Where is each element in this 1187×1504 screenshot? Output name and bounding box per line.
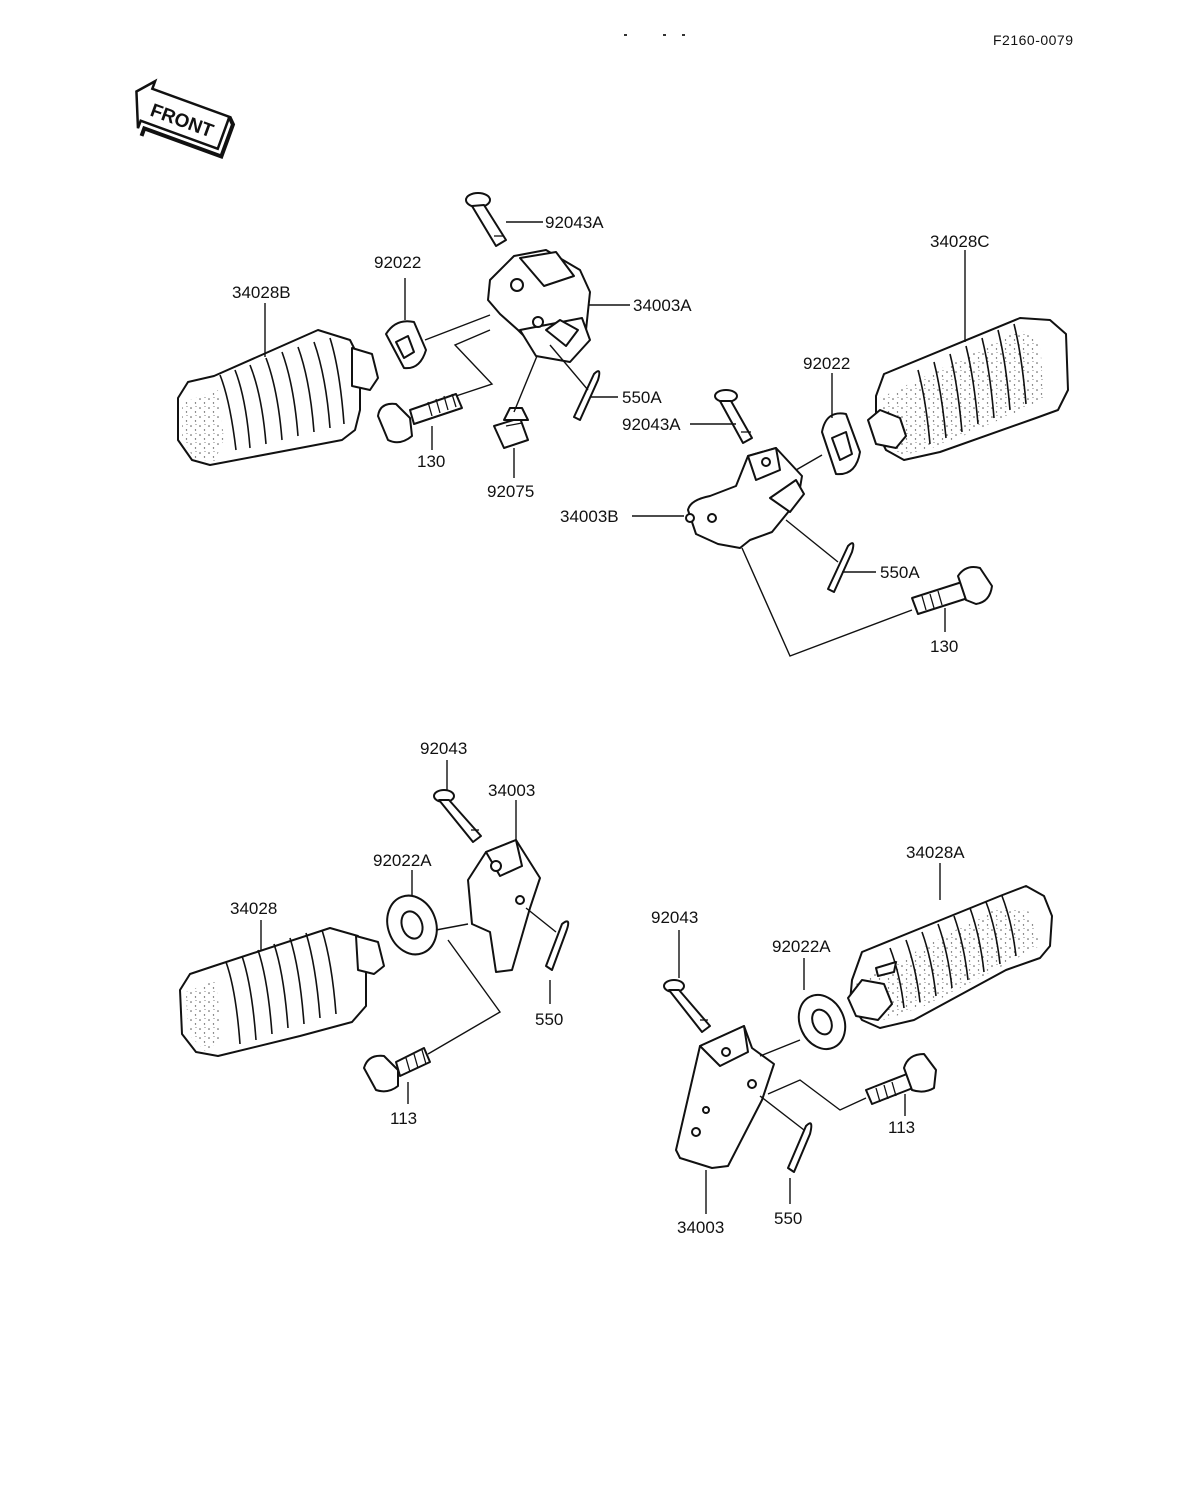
footpeg-34028B [177,329,379,466]
cotter-pin-550-left [545,920,570,971]
washer-92022-right [821,412,861,476]
label-113-left: 113 [390,1109,417,1128]
bolt-130-right [911,566,993,615]
bolt-130-top [377,393,463,444]
label-92022A-left: 92022A [373,851,432,870]
cotter-pin-550-right [787,1122,813,1173]
reference-code: F2160-0079 [993,32,1074,48]
pin-92043A-top [465,192,507,247]
label-550-left: 550 [535,1010,563,1029]
washer-92022A-right [797,993,847,1051]
pin-92043-left [433,789,482,843]
washer-92022A-left [386,894,438,956]
cotter-pin-550A-right [827,542,855,593]
pin-92043-right [663,979,711,1033]
label-34028A: 34028A [906,843,965,862]
label-34028C: 34028C [930,232,990,251]
footpeg-34028C [867,317,1069,461]
label-130-top: 130 [417,452,445,471]
footpeg-34028A [847,885,1053,1029]
label-34028B: 34028B [232,283,291,302]
label-113-right: 113 [888,1118,915,1137]
label-92043-right: 92043 [651,908,698,927]
label-34003-right: 34003 [677,1218,724,1237]
bracket-34003-left [467,839,541,973]
label-92022A-right: 92022A [772,937,831,956]
label-550-right: 550 [774,1209,802,1228]
label-92022-right: 92022 [803,354,850,373]
bolt-113-left [363,1047,431,1093]
scan-marks [624,34,685,36]
label-550A-top: 550A [622,388,662,407]
label-92043A-right: 92043A [622,415,681,434]
label-34028: 34028 [230,899,277,918]
label-34003-left: 34003 [488,781,535,800]
washer-92022-top [385,320,427,370]
stopper-92075 [493,407,529,449]
bracket-34003-right [675,1025,775,1169]
label-34003A: 34003A [633,296,692,315]
footpeg-34028 [179,927,385,1057]
pin-92043A-right [714,389,753,444]
bolt-113-right [865,1053,937,1105]
label-92043-left: 92043 [420,739,467,758]
label-34003B: 34003B [560,507,619,526]
label-92075: 92075 [487,482,534,501]
label-92043A-top: 92043A [545,213,604,232]
bracket-34003A [487,249,591,363]
label-550A-right: 550A [880,563,920,582]
label-92022-top: 92022 [374,253,421,272]
bracket-34003B [685,447,805,549]
label-130-right: 130 [930,637,958,656]
front-arrow-icon: FRONT [135,78,236,160]
cotter-pin-550A-top [573,370,601,421]
